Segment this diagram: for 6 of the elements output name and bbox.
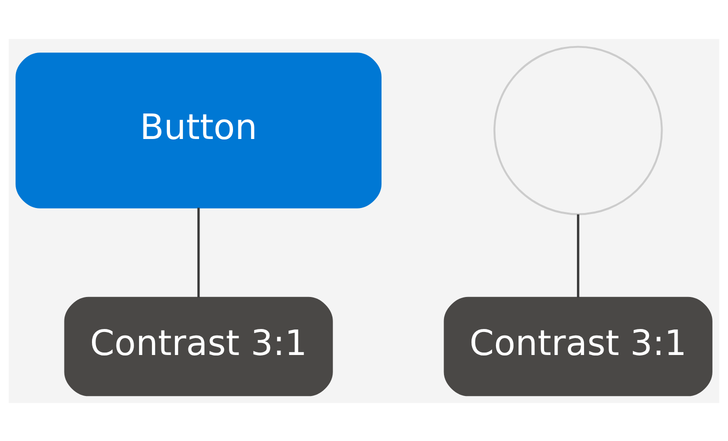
node-box: Contrast 3:1 [444,296,712,396]
connector [197,207,200,298]
node-box: Contrast 3:1 [64,296,333,396]
node-circle [493,45,663,215]
connector [576,214,580,298]
node-box: Button [16,52,382,208]
